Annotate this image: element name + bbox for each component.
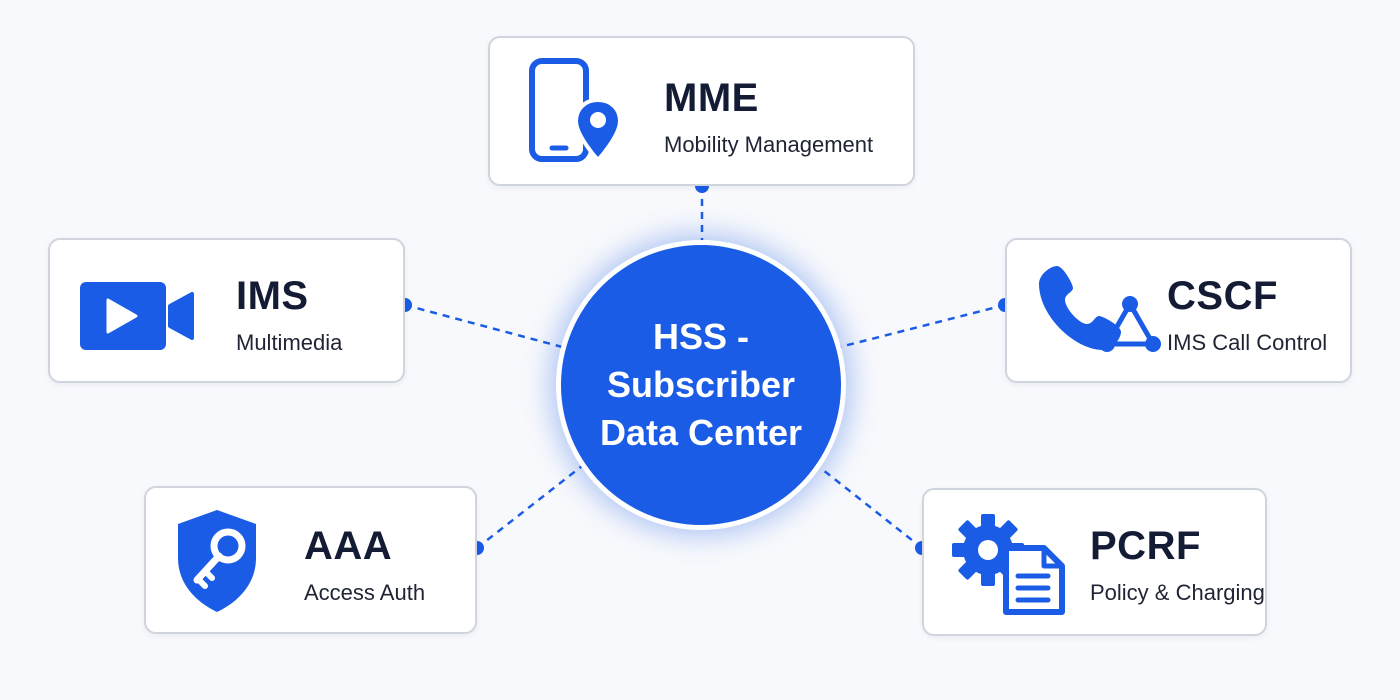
connector-ims — [404, 303, 567, 350]
connector-cscf — [835, 303, 1006, 350]
hub-hss[interactable]: HSS - Subscriber Data Center — [561, 245, 841, 525]
node-ims[interactable]: IMS Multimedia — [48, 238, 405, 383]
node-title: MME — [664, 76, 759, 120]
phone-network-icon — [1039, 266, 1161, 352]
node-title: AAA — [304, 524, 393, 568]
node-subtitle: Access Auth — [304, 580, 426, 605]
node-cscf[interactable]: CSCF IMS Call Control — [1005, 238, 1352, 383]
node-mme[interactable]: MME Mobility Management — [488, 36, 915, 186]
shield-key-icon — [178, 510, 256, 612]
node-aaa[interactable]: AAA Access Auth — [144, 486, 477, 634]
video-camera-icon — [80, 282, 194, 350]
node-title: PCRF — [1090, 524, 1201, 568]
smartphone-location-icon — [529, 58, 623, 163]
connector-pcrf — [817, 465, 923, 549]
gear-document-icon — [952, 514, 1065, 615]
node-subtitle: Policy & Charging — [1090, 580, 1265, 605]
hub-label: HSS - Subscriber Data Center — [599, 316, 803, 453]
node-title: IMS — [236, 274, 309, 318]
node-subtitle: Multimedia — [236, 330, 343, 355]
node-subtitle: IMS Call Control — [1167, 330, 1328, 355]
node-subtitle: Mobility Management — [664, 132, 874, 157]
node-title: CSCF — [1167, 274, 1278, 318]
connector-aaa — [476, 465, 583, 549]
node-pcrf[interactable]: PCRF Policy & Charging — [922, 488, 1267, 636]
